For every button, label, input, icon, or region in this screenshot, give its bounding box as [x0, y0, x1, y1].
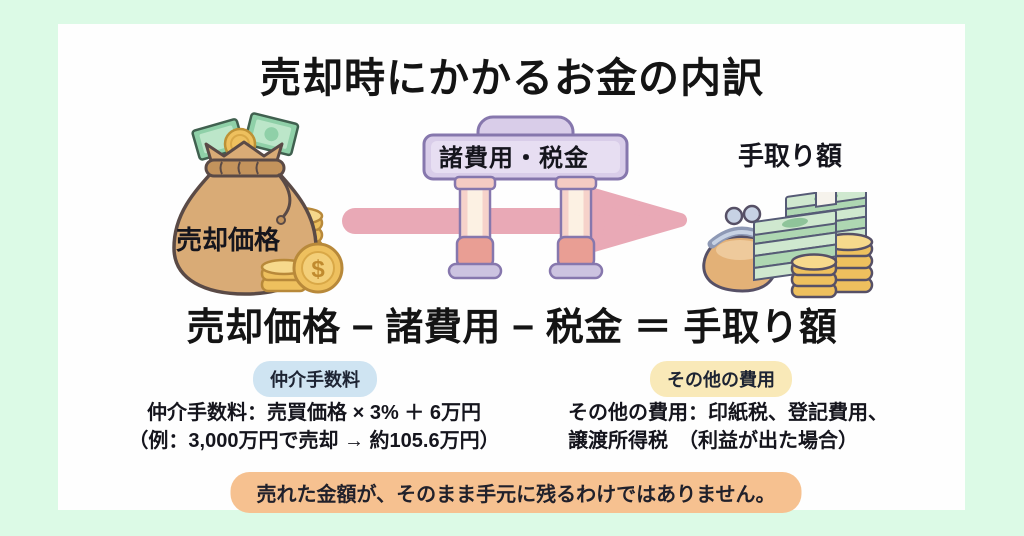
other-fees-text: その他の費用：印紙税、登記費用、 譲渡所得税 （利益が出た場合）: [568, 399, 888, 455]
formula-text: 売却価格 − 諸費用 − 税金 ＝ 手取り額: [186, 307, 838, 349]
footer-note: 売れた金額が、そのまま手元に残るわけではありません。: [230, 472, 802, 513]
dollar-sign-glyph: $: [311, 256, 325, 283]
page-title: 売却時にかかるお金の内訳: [260, 55, 764, 101]
other-fees-line2: 譲渡所得税 （利益が出た場合）: [568, 430, 858, 452]
brokerage-fee-text: 仲介手数料：売買価格 × 3% ＋ 6万円 （例：3,000万円で売却 → 約1…: [128, 399, 499, 455]
brokerage-fee-line1: 仲介手数料：売買価格 × 3% ＋ 6万円: [147, 402, 481, 424]
gate-sign-label: 諸費用・税金: [439, 145, 589, 172]
takehome-label: 手取り額: [737, 141, 843, 171]
cash-purse-icon: [702, 192, 874, 299]
fees-gate-icon: [422, 115, 629, 280]
brokerage-fee-badge: 仲介手数料: [253, 361, 377, 397]
money-bag-icon: $: [172, 112, 344, 296]
other-fees-line1: その他の費用：印紙税、登記費用、: [568, 402, 888, 424]
other-fees-badge: その他の費用: [650, 361, 792, 397]
brokerage-fee-line2: （例：3,000万円で売却 → 約105.6万円）: [128, 430, 500, 452]
money-bag-label: 売却価格: [175, 225, 281, 255]
